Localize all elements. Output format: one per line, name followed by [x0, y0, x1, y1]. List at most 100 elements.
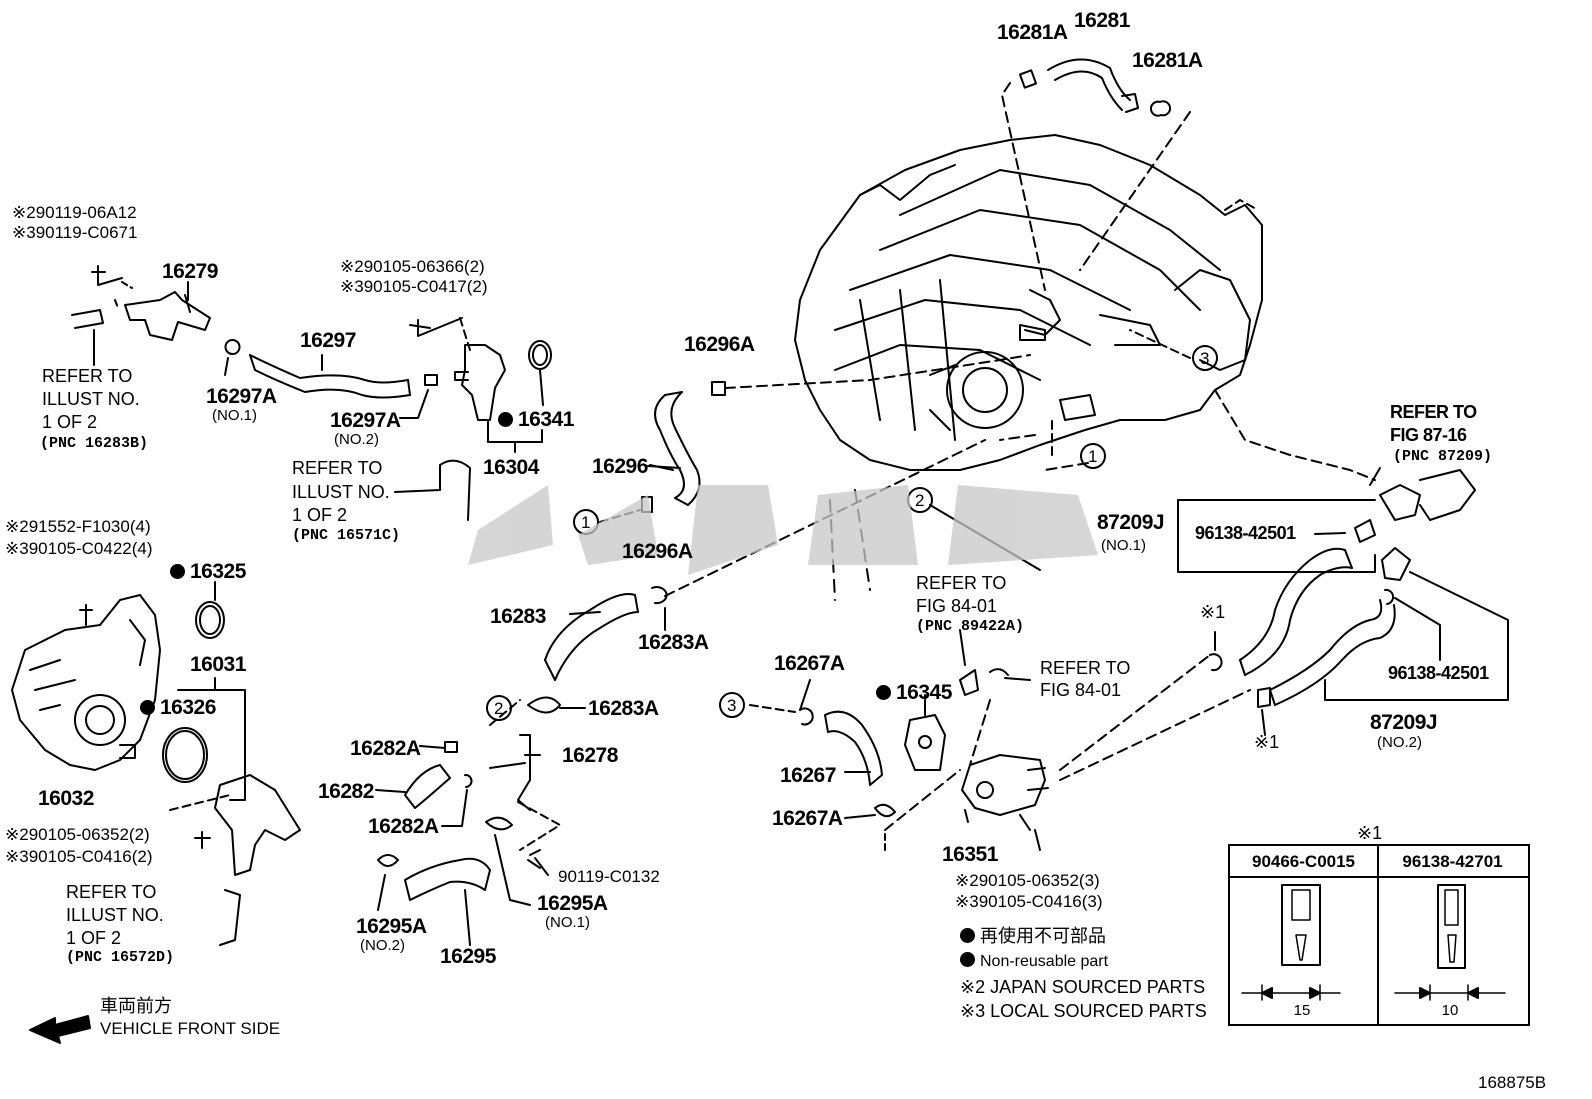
bolt-code-label: ※290105-06352(2): [5, 825, 150, 844]
part-16283A-label: 16283A: [638, 631, 709, 654]
non-reusable-dot-icon: [960, 952, 975, 967]
reference-note: 1 OF 2: [292, 505, 348, 525]
part-16304-label: 16304: [483, 456, 539, 479]
legend-local-sourced: ※3 LOCAL SOURCED PARTS: [960, 1001, 1207, 1021]
table-drawings: [1241, 884, 1506, 1001]
hose-16267-drawing: [749, 654, 1251, 851]
thermostat-16031-drawing: [162, 581, 301, 946]
table-divider: [1230, 876, 1528, 878]
part-16295A-label: 16295A: [537, 892, 608, 915]
thermostat-16304-drawing: [454, 340, 552, 453]
bolt-code-label: ※390105-C0417(2): [340, 277, 488, 296]
hose-16282-drawing: [377, 734, 561, 901]
circle-marker-number: 2: [494, 699, 504, 718]
part-87209J-label: 87209J: [1370, 711, 1438, 734]
note-marker-label: ※1: [1254, 732, 1280, 752]
part-16267A-label: 16267A: [772, 807, 843, 830]
part-16281-label: 16281: [1074, 9, 1130, 32]
non-reusable-dot-icon: [876, 685, 891, 700]
bolt-code-label: ※390105-C0416(3): [955, 892, 1103, 911]
circle-marker-number: 3: [1200, 349, 1210, 368]
non-reusable-dot-icon: [170, 564, 185, 579]
circle-marker-number: 1: [581, 513, 591, 532]
part-16282A-label: 16282A: [368, 815, 439, 838]
part-16296A-label: 16296A: [622, 540, 693, 563]
bolt-code-label: ※290119-06A12: [12, 203, 137, 222]
part-16267-label: 16267: [780, 764, 836, 787]
part-16282-label: 16282: [318, 780, 374, 803]
table-dimension: 10: [1441, 1002, 1459, 1019]
circle-marker-number: 3: [727, 696, 737, 715]
part-16283A-label: 16283A: [588, 697, 659, 720]
circle-marker-number: 1: [1088, 447, 1098, 466]
part-16297A-label: 16297A: [330, 409, 401, 432]
part-16345-label: 16345: [876, 682, 952, 703]
figure-id: 168875B: [1478, 1073, 1547, 1092]
part-16281A-label: 16281A: [1132, 49, 1203, 72]
part-16296A-label: 16296A: [684, 333, 755, 356]
reference-note: REFER TO: [292, 458, 383, 478]
table-part-number: 96138-42701: [1402, 852, 1503, 871]
part-16282A-label: 16282A: [350, 737, 421, 760]
part-16325-label: 16325: [170, 561, 246, 582]
bolt-code-label: ※291552-F1030(4): [5, 517, 151, 536]
reference-note: REFER TO: [42, 366, 133, 386]
pnc-reference: (PNC 16572D): [66, 949, 175, 966]
part-96138-42501-label: 96138-42501: [1388, 663, 1489, 683]
reference-note: REFER TO: [916, 573, 1007, 593]
hose-87209J-drawing: [1209, 469, 1476, 708]
vehicle-front-arrow: [29, 1015, 91, 1044]
reference-note: REFER TO: [66, 882, 157, 902]
part-96138-42501-label: 96138-42501: [1195, 523, 1296, 543]
reference-note: FIG 84-01: [916, 596, 998, 616]
part-16326-label: 16326: [140, 697, 216, 718]
non-reusable-dot-icon: [498, 412, 513, 427]
part-87209J-label: 87209J: [1097, 511, 1165, 534]
reference-note: ILLUST NO.: [42, 389, 140, 409]
table-part-number: 90466-C0015: [1251, 852, 1356, 871]
part-16278-label: 16278: [562, 744, 618, 767]
part-16031-label: 16031: [190, 653, 246, 676]
part-16341-label: 16341: [498, 409, 574, 430]
part-16295A-label: 16295A: [356, 915, 427, 938]
part-16297A-label: 16297A: [206, 385, 277, 408]
clip-spec-table: 90466-C0015 96138-42701 15 10: [1228, 844, 1530, 1026]
bolt-code-label: ※390105-C0416(2): [5, 847, 153, 866]
reference-note: 1 OF 2: [42, 412, 98, 432]
engine-block-drawing: [794, 134, 1376, 601]
legend-nonreusable-en: Non-reusable part: [960, 952, 1108, 970]
variant-note: (NO.1): [1101, 537, 1146, 554]
variant-note: (NO.2): [334, 431, 379, 448]
reference-note: 1 OF 2: [66, 928, 122, 948]
part-16267A-label: 16267A: [774, 652, 845, 675]
reference-note: REFER TO: [1390, 402, 1477, 422]
part-16295-label: 16295: [440, 945, 496, 968]
variant-note: (NO.2): [1377, 734, 1422, 751]
part-16296-label: 16296: [592, 455, 648, 478]
part-16281A-label: 16281A: [997, 21, 1068, 44]
pnc-reference: (PNC 89422A): [916, 618, 1025, 635]
hose-16281-drawing: [1001, 58, 1191, 291]
table-title: ※1: [1357, 823, 1383, 843]
pnc-reference: (PNC 87209): [1393, 448, 1493, 465]
table-divider: [1377, 846, 1379, 1024]
vehicle-front-label-jp: 車両前方: [100, 996, 172, 1016]
part-16297-label: 16297: [300, 329, 356, 352]
part-16351-label: 16351: [942, 843, 998, 866]
water-pump-16032-drawing: [11, 594, 161, 771]
reference-note: REFER TO: [1040, 658, 1131, 678]
reference-note: ILLUST NO.: [292, 482, 390, 502]
table-dimension: 15: [1293, 1002, 1311, 1019]
bolt-code-label: ※390105-C0422(4): [5, 539, 153, 558]
circle-marker-number: 2: [915, 491, 925, 510]
note-marker-label: ※1: [1200, 602, 1226, 622]
reference-note: ILLUST NO.: [66, 905, 164, 925]
bolt-code-label: ※290105-06352(3): [955, 871, 1100, 890]
part-16279-label: 16279: [162, 260, 218, 283]
vehicle-front-label-en: VEHICLE FRONT SIDE: [100, 1019, 281, 1038]
pnc-reference: (PNC 16283B): [40, 435, 149, 452]
reference-note: FIG 87-16: [1390, 425, 1467, 445]
bolt-code-label: ※390119-C0671: [12, 223, 138, 242]
bolt-code-label: 90119-C0132: [558, 867, 660, 886]
